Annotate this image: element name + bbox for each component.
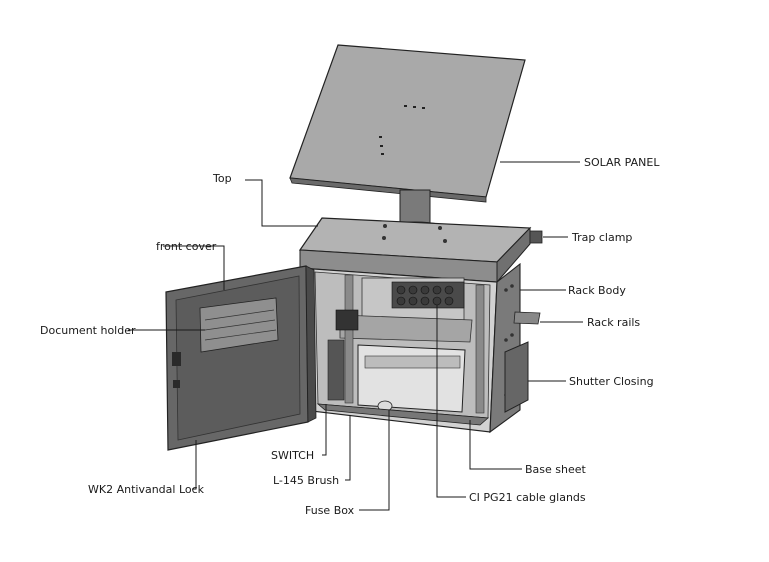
label-l145-brush: L-145 Brush <box>273 474 339 487</box>
fuse-box <box>357 344 466 413</box>
document-holder <box>199 297 279 353</box>
label-top: Top <box>212 172 232 185</box>
l145-brush <box>327 339 345 401</box>
label-cable-glands: CI PG21 cable glands <box>469 491 586 504</box>
label-fuse-box: Fuse Box <box>305 504 355 517</box>
leader-lines <box>128 161 583 511</box>
trap-clamp <box>529 230 543 244</box>
label-wk2-lock: WK2 Antivandal Lock <box>88 483 205 496</box>
base-sheet <box>316 403 489 426</box>
label-front-cover: front cover <box>156 240 217 253</box>
label-rack-body: Rack Body <box>568 284 626 297</box>
cable-glands <box>391 281 465 309</box>
label-shutter-closing: Shutter Closing <box>569 375 654 388</box>
label-base-sheet: Base sheet <box>525 463 587 476</box>
label-trap-clamp: Trap clamp <box>571 231 632 244</box>
label-switch: SWITCH <box>271 449 314 462</box>
label-rack-rails: Rack rails <box>587 316 640 329</box>
solar-panel <box>289 44 526 203</box>
rack-rails <box>344 274 541 414</box>
enclosure-top <box>298 217 532 284</box>
front-cover <box>165 265 317 451</box>
switch <box>335 309 359 331</box>
wk2-antivandal-lock <box>172 352 181 388</box>
shutter-closing <box>504 341 529 413</box>
label-document-holder: Document holder <box>40 324 136 337</box>
label-solar-panel: SOLAR PANEL <box>584 156 660 169</box>
